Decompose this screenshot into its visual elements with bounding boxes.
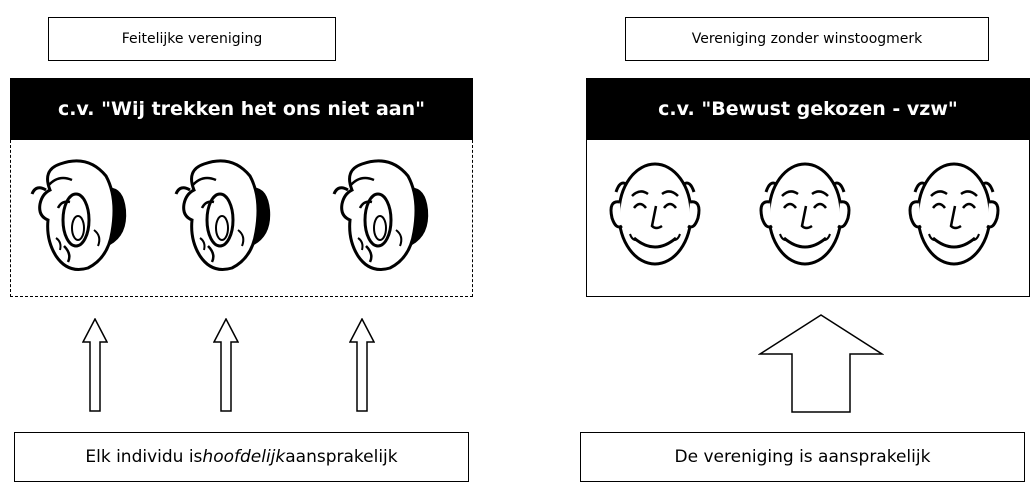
statement-right: De vereniging is aansprakelijk bbox=[580, 432, 1025, 482]
happy-face-icon bbox=[908, 162, 1000, 266]
statement-left: Elk individu is hoofdelijk aansprakelijk bbox=[14, 432, 469, 482]
label-feitelijke-vereniging-text: Feitelijke vereniging bbox=[121, 31, 263, 47]
happy-face-icon bbox=[759, 162, 851, 266]
happy-face-icon bbox=[609, 162, 701, 266]
banner-right: c.v. "Bewust gekozen - vzw" bbox=[586, 78, 1030, 140]
label-vzw: Vereniging zonder winstoogmerk bbox=[625, 17, 989, 61]
label-feitelijke-vereniging: Feitelijke vereniging bbox=[48, 17, 336, 61]
group-frame-dashed bbox=[10, 140, 473, 297]
statement-left-before: Elk individu is bbox=[85, 447, 203, 467]
banner-left-text: c.v. "Wij trekken het ons niet aan" bbox=[57, 98, 426, 120]
statement-right-text: De vereniging is aansprakelijk bbox=[674, 447, 931, 467]
label-vzw-text: Vereniging zonder winstoogmerk bbox=[691, 31, 923, 47]
banner-left: c.v. "Wij trekken het ons niet aan" bbox=[10, 78, 473, 140]
banner-right-text: c.v. "Bewust gekozen - vzw" bbox=[658, 98, 958, 120]
up-arrow-icon bbox=[213, 318, 239, 412]
up-arrow-icon bbox=[349, 318, 375, 412]
big-up-arrow-icon bbox=[758, 314, 884, 413]
worried-face-icon bbox=[332, 159, 429, 271]
worried-face-icon bbox=[30, 159, 127, 271]
worried-face-icon bbox=[174, 159, 271, 271]
statement-left-after: aansprakelijk bbox=[285, 447, 398, 467]
up-arrow-icon bbox=[82, 318, 108, 412]
statement-left-emphasis: hoofdelijk bbox=[202, 447, 286, 467]
